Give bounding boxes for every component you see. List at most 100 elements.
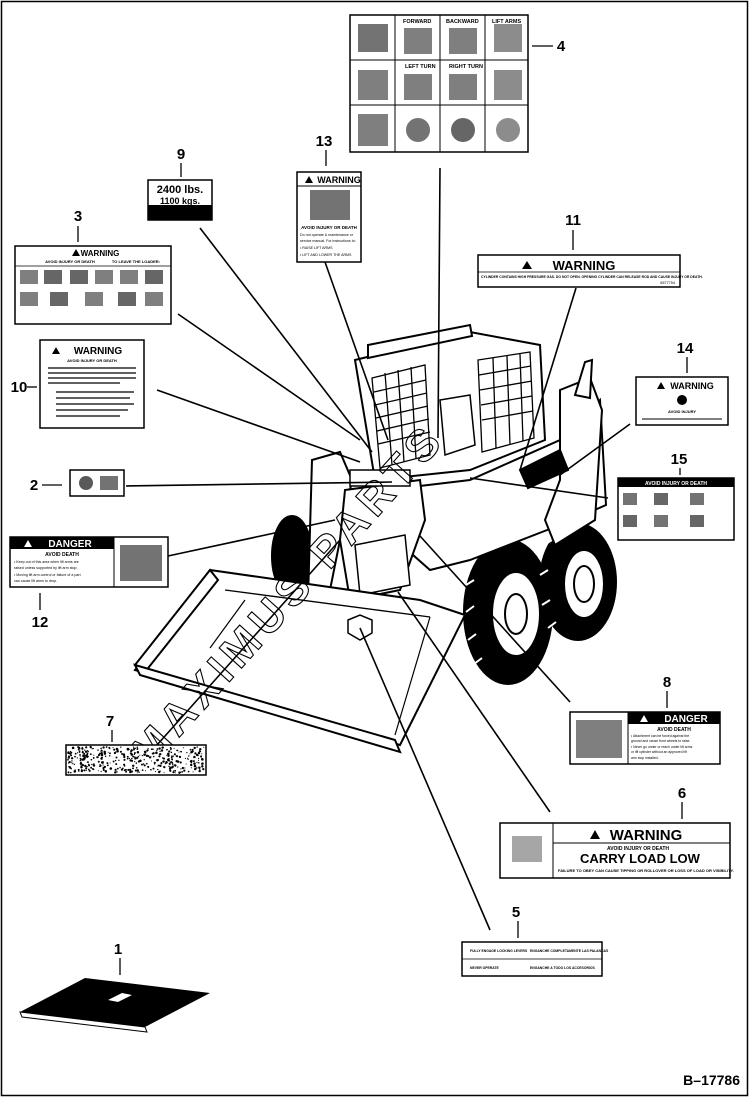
nonskid-grit bbox=[73, 770, 77, 773]
nonskid-grit bbox=[93, 763, 95, 765]
nonskid-grit bbox=[159, 752, 162, 756]
nonskid-grit bbox=[123, 755, 126, 759]
nonskid-grit bbox=[152, 767, 155, 770]
nonskid-grit bbox=[202, 768, 205, 771]
nonskid-grit bbox=[92, 756, 95, 759]
leader-lines bbox=[125, 167, 631, 931]
callout-numbers: 1 2 3 4 5 6 7 8 9 10 11 12 13 14 15 bbox=[11, 38, 694, 975]
nonskid-grit bbox=[203, 746, 205, 748]
nonskid-grit bbox=[179, 761, 182, 764]
callout-15: 15 bbox=[671, 451, 688, 468]
nonskid-grit bbox=[114, 751, 117, 753]
label-right-turn: RIGHT TURN bbox=[449, 64, 483, 70]
nonskid-grit bbox=[79, 755, 81, 757]
decal-1-strip bbox=[19, 978, 210, 1033]
callout-6: 6 bbox=[678, 785, 686, 802]
nonskid-grit bbox=[173, 770, 175, 772]
callout-3: 3 bbox=[74, 208, 82, 225]
d10-subtitle: AVOID INJURY OR DEATH bbox=[67, 358, 117, 363]
nonskid-grit bbox=[106, 764, 109, 767]
front-hub-inner bbox=[504, 593, 528, 635]
nonskid-grit bbox=[192, 760, 195, 763]
nonskid-grit bbox=[104, 755, 107, 757]
nonskid-grit bbox=[101, 750, 103, 752]
d13-body-4: • LIFT AND LOWER THE ARMS bbox=[300, 253, 352, 257]
nonskid-grit bbox=[87, 768, 90, 771]
nonskid-grit bbox=[96, 756, 99, 759]
nonskid-grit bbox=[126, 757, 129, 760]
nonskid-grit bbox=[116, 771, 118, 773]
nonskid-grit bbox=[84, 764, 87, 768]
d6-headline: CARRY LOAD LOW bbox=[580, 851, 701, 866]
nonskid-grit bbox=[99, 752, 101, 755]
nonskid-grit bbox=[142, 763, 145, 765]
d12-body-2: raised unless supported by lift arm stop… bbox=[14, 566, 78, 570]
nonskid-grit bbox=[197, 751, 201, 755]
nonskid-grit bbox=[162, 760, 165, 763]
nonskid-grit bbox=[199, 748, 202, 751]
nonskid-grit bbox=[70, 757, 74, 760]
nonskid-grit bbox=[156, 748, 159, 750]
decal-7-nonskid bbox=[65, 744, 207, 776]
nonskid-grit bbox=[136, 756, 139, 759]
nonskid-grit bbox=[114, 759, 117, 762]
nonskid-grit bbox=[91, 763, 93, 766]
nonskid-grit bbox=[201, 765, 204, 768]
nonskid-grit bbox=[143, 750, 147, 753]
nonskid-grit bbox=[183, 769, 186, 772]
nonskid-grit bbox=[154, 770, 157, 772]
nonskid-grit bbox=[97, 760, 100, 763]
nonskid-grit bbox=[150, 768, 152, 771]
nonskid-grit bbox=[193, 767, 197, 771]
nonskid-grit bbox=[136, 748, 139, 750]
nonskid-grit bbox=[198, 750, 201, 753]
d12-body-1: • Keep out of this area when lift arms a… bbox=[14, 560, 79, 564]
nonskid-grit bbox=[191, 751, 194, 753]
callout-4: 4 bbox=[557, 38, 566, 55]
decal-4-controls: FORWARD BACKWARD LEFT TURN RIGHT TURN LI… bbox=[349, 14, 529, 153]
nonskid-grit bbox=[74, 755, 76, 758]
callout-14: 14 bbox=[677, 340, 694, 357]
nonskid-grit bbox=[130, 750, 133, 752]
nonskid-grit bbox=[67, 751, 70, 755]
nonskid-grit bbox=[190, 763, 193, 767]
nonskid-grit bbox=[83, 769, 86, 772]
nonskid-grit bbox=[109, 752, 111, 755]
nonskid-grit bbox=[171, 755, 173, 757]
bucket-decal bbox=[347, 614, 373, 641]
nonskid-grit bbox=[153, 761, 156, 764]
nonskid-grit bbox=[150, 760, 153, 762]
nonskid-grit bbox=[194, 763, 196, 765]
d6-subtitle: AVOID INJURY OR DEATH bbox=[607, 846, 669, 852]
nonskid-grit bbox=[131, 759, 134, 762]
nonskid-grit bbox=[143, 764, 146, 767]
capacity-lbs: 2400 lbs. bbox=[157, 184, 203, 196]
d14-subtitle: AVOID INJURY bbox=[668, 409, 696, 414]
nonskid-grit bbox=[188, 755, 190, 757]
nonskid-grit bbox=[184, 767, 186, 769]
nonskid-grit bbox=[152, 755, 155, 758]
nonskid-grit bbox=[190, 767, 192, 769]
nonskid-grit bbox=[171, 758, 173, 761]
nonskid-grit bbox=[125, 770, 128, 773]
nonskid-grit bbox=[126, 755, 129, 758]
d15-title: AVOID INJURY OR DEATH bbox=[645, 481, 707, 487]
nonskid-grit bbox=[168, 767, 172, 770]
nonskid-grit bbox=[104, 770, 108, 773]
d3-subtitle: AVOID INJURY OR DEATH bbox=[45, 259, 95, 264]
nonskid-grit bbox=[79, 757, 82, 760]
callout-13: 13 bbox=[316, 133, 333, 150]
nonskid-grit bbox=[84, 749, 86, 751]
nonskid-grit bbox=[127, 768, 130, 771]
nonskid-grit bbox=[112, 760, 115, 763]
nonskid-grit bbox=[82, 758, 85, 761]
nonskid-grit bbox=[103, 752, 107, 755]
nonskid-grit bbox=[160, 749, 164, 752]
nonskid-grit bbox=[160, 762, 163, 765]
nonskid-grit bbox=[144, 770, 147, 772]
nonskid-grit bbox=[199, 768, 201, 770]
callout-8: 8 bbox=[663, 674, 671, 691]
nonskid-grit bbox=[163, 772, 165, 773]
rear-hub-inner bbox=[573, 565, 595, 603]
nonskid-grit bbox=[143, 753, 146, 756]
